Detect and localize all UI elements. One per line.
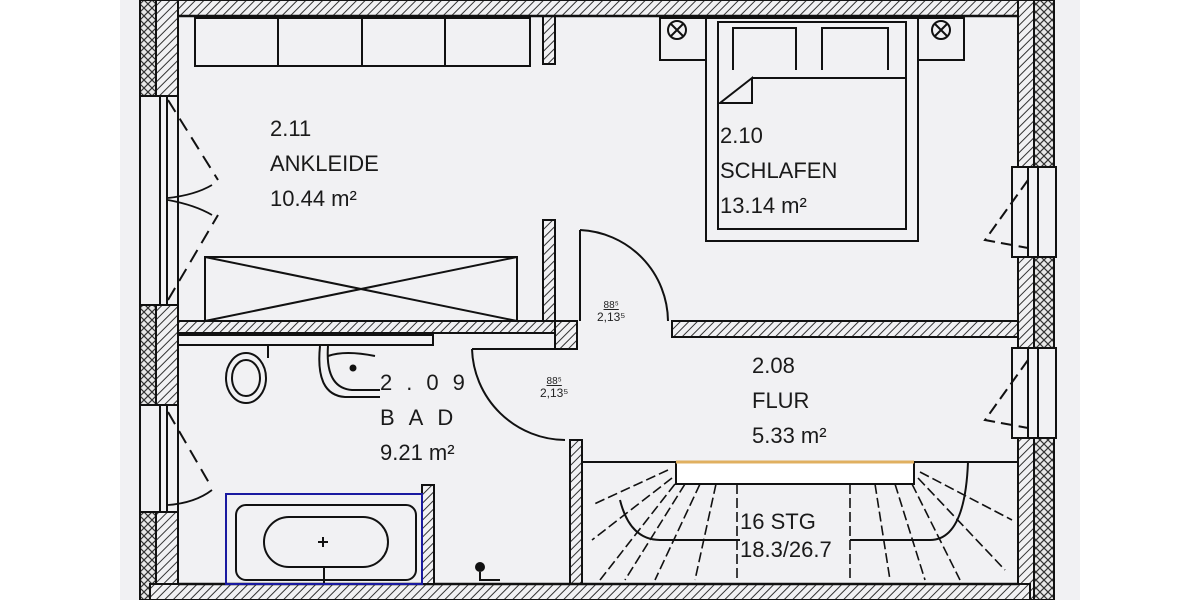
room-area: 5.33 m² bbox=[752, 423, 827, 448]
bathtub-selection[interactable] bbox=[225, 493, 423, 585]
nightstand-right bbox=[917, 17, 965, 61]
room-name: BAD bbox=[380, 405, 468, 430]
window-left-lower bbox=[139, 404, 179, 513]
door-height: 2,13⁵ bbox=[540, 386, 569, 400]
window-right-lower bbox=[1011, 347, 1057, 439]
door-width: 88⁵ bbox=[546, 376, 562, 387]
stair-ratio: 18.3/26.7 bbox=[740, 536, 832, 562]
room-number: 2.08 bbox=[752, 353, 795, 378]
bed bbox=[705, 17, 919, 242]
room-area: 13.14 m² bbox=[720, 193, 807, 218]
storage-cabinet bbox=[204, 256, 518, 322]
room-name: FLUR bbox=[752, 388, 810, 413]
interior-walls bbox=[177, 15, 1019, 585]
nightstand-left bbox=[659, 17, 707, 61]
window-right-upper bbox=[1011, 166, 1057, 258]
door-swing-schlafen bbox=[579, 229, 669, 322]
stair-steps: 16 STG bbox=[740, 509, 816, 534]
room-number: 2.10 bbox=[720, 123, 763, 148]
staircase bbox=[581, 461, 1019, 585]
door-height: 2,13⁵ bbox=[597, 310, 626, 324]
room-number: 2.09 bbox=[380, 370, 479, 395]
stair-label: 16 STG 18.3/26.7 bbox=[740, 508, 832, 563]
bathtub bbox=[235, 484, 435, 585]
room-area: 9.21 m² bbox=[380, 440, 455, 465]
room-name: ANKLEIDE bbox=[270, 151, 379, 176]
door-width: 88⁵ bbox=[603, 300, 619, 311]
door-swing-bad bbox=[471, 348, 566, 441]
room-number: 2.11 bbox=[270, 116, 312, 141]
room-label-schlafen: 2.10 SCHLAFEN 13.14 m² bbox=[720, 125, 837, 230]
room-label-ankleide: 2.11 ANKLEIDE 10.44 m² bbox=[270, 118, 379, 223]
toilet bbox=[225, 344, 269, 404]
wardrobe bbox=[194, 17, 531, 67]
exterior-walls bbox=[139, 0, 1055, 600]
room-area: 10.44 m² bbox=[270, 186, 357, 211]
room-label-bad: 2.09 BAD 9.21 m² bbox=[380, 372, 479, 477]
sink bbox=[177, 334, 434, 398]
room-name: SCHLAFEN bbox=[720, 158, 838, 183]
door-dimension-bad: 88⁵ 2,13⁵ bbox=[540, 376, 568, 400]
door-dimension-schlafen: 88⁵ 2,13⁵ bbox=[597, 300, 625, 324]
room-label-flur: 2.08 FLUR 5.33 m² bbox=[752, 355, 827, 460]
